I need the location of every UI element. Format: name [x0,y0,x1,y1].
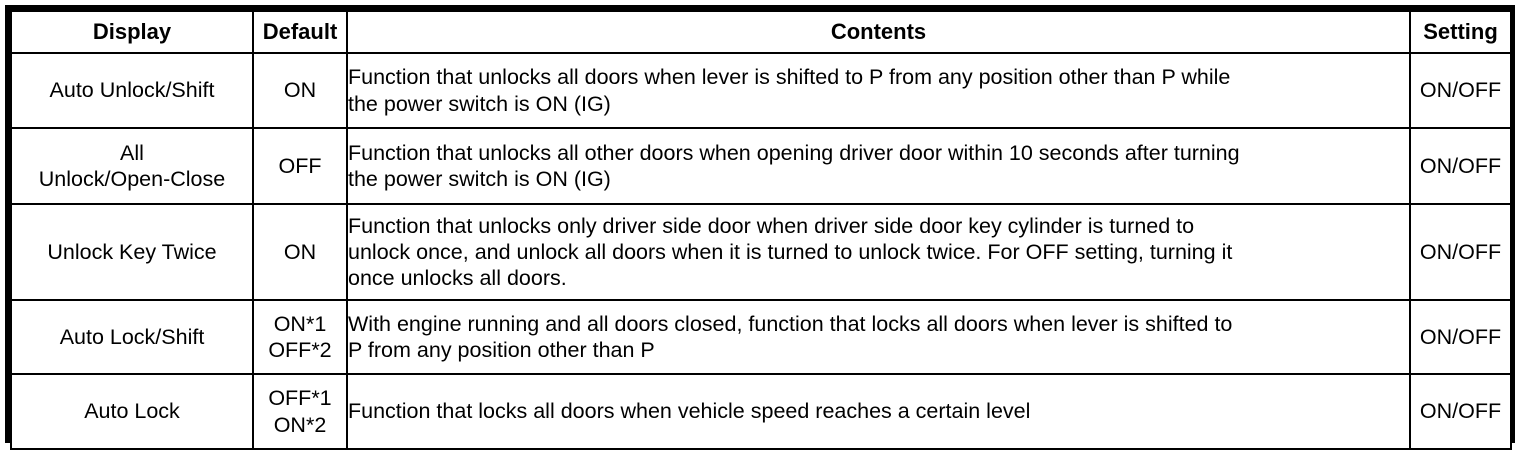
contents-line: the power switch is ON (IG) [348,91,611,116]
display-line: Unlock/Open-Close [38,167,226,191]
contents-line: the power switch is ON (IG) [348,167,611,191]
cell-default-value: ON [252,52,348,129]
contents-line: once unlocks all doors. [348,266,567,291]
display-line: Unlock Key Twice [47,239,217,264]
column-header-setting: Setting [1409,10,1512,54]
cell-default-value: ON [252,203,348,301]
table-header-row: Display Default Contents Setting [10,10,1512,54]
cell-contents: Function that unlocks all doors when lev… [346,52,1411,129]
default-line: ON*2 [273,412,327,437]
cell-contents: With engine running and all doors closed… [346,299,1411,375]
spec-table-container: Display Default Contents Setting Auto Un… [5,5,1515,450]
cell-setting-value: ON/OFF [1409,203,1512,301]
cell-setting-value: ON/OFF [1409,52,1512,129]
contents-line: Function that unlocks all doors when lev… [348,65,1231,90]
display-line: Auto Lock [84,399,180,424]
contents-line: Function that unlocks all other doors wh… [348,140,1240,165]
cell-contents: Function that unlocks all other doors wh… [346,127,1411,205]
contents-line: Function that unlocks only driver side d… [348,213,1195,238]
contents-line: Function that locks all doors when vehic… [348,399,1031,424]
table-row: Unlock Key Twice ON Function that unlocks … [10,203,1512,301]
cell-display: Auto Unlock/Shift [10,52,254,129]
cell-setting-value: ON/OFF [1409,299,1512,375]
contents-line: unlock once, and unlock all doors when i… [348,239,1233,264]
contents-line: With engine running and all doors closed… [348,311,1233,336]
column-header-display: Display [10,10,254,54]
default-line: ON [283,239,317,264]
display-line: Auto Unlock/Shift [49,78,215,103]
display-line: All [120,140,144,165]
cell-display: Auto Lock [10,373,254,450]
contents-line: P from any position other than P [348,338,655,362]
table-row: Auto Unlock/Shift ON Function that unlocks… [10,52,1512,129]
default-line: OFF*1 [268,386,332,411]
cell-display: Unlock Key Twice [10,203,254,301]
door-lock-customize-table: Display Default Contents Setting Auto Un… [10,10,1512,450]
cell-default-value: OFF [252,127,348,205]
display-line: Auto Lock/Shift [59,324,205,349]
column-header-default: Default [252,10,348,54]
cell-setting-value: ON/OFF [1409,373,1512,450]
default-line: OFF [278,153,322,178]
default-line: ON [283,78,317,103]
cell-contents: Function that unlocks only driver side d… [346,203,1411,301]
cell-contents: Function that locks all doors when vehic… [346,373,1411,450]
default-line: OFF*2 [268,338,332,362]
cell-display: Auto Lock/Shift [10,299,254,375]
cell-setting-value: ON/OFF [1409,127,1512,205]
column-header-contents: Contents [346,10,1411,54]
default-line: ON*1 [273,311,327,336]
table-header: Display Default Contents Setting [10,10,1512,54]
